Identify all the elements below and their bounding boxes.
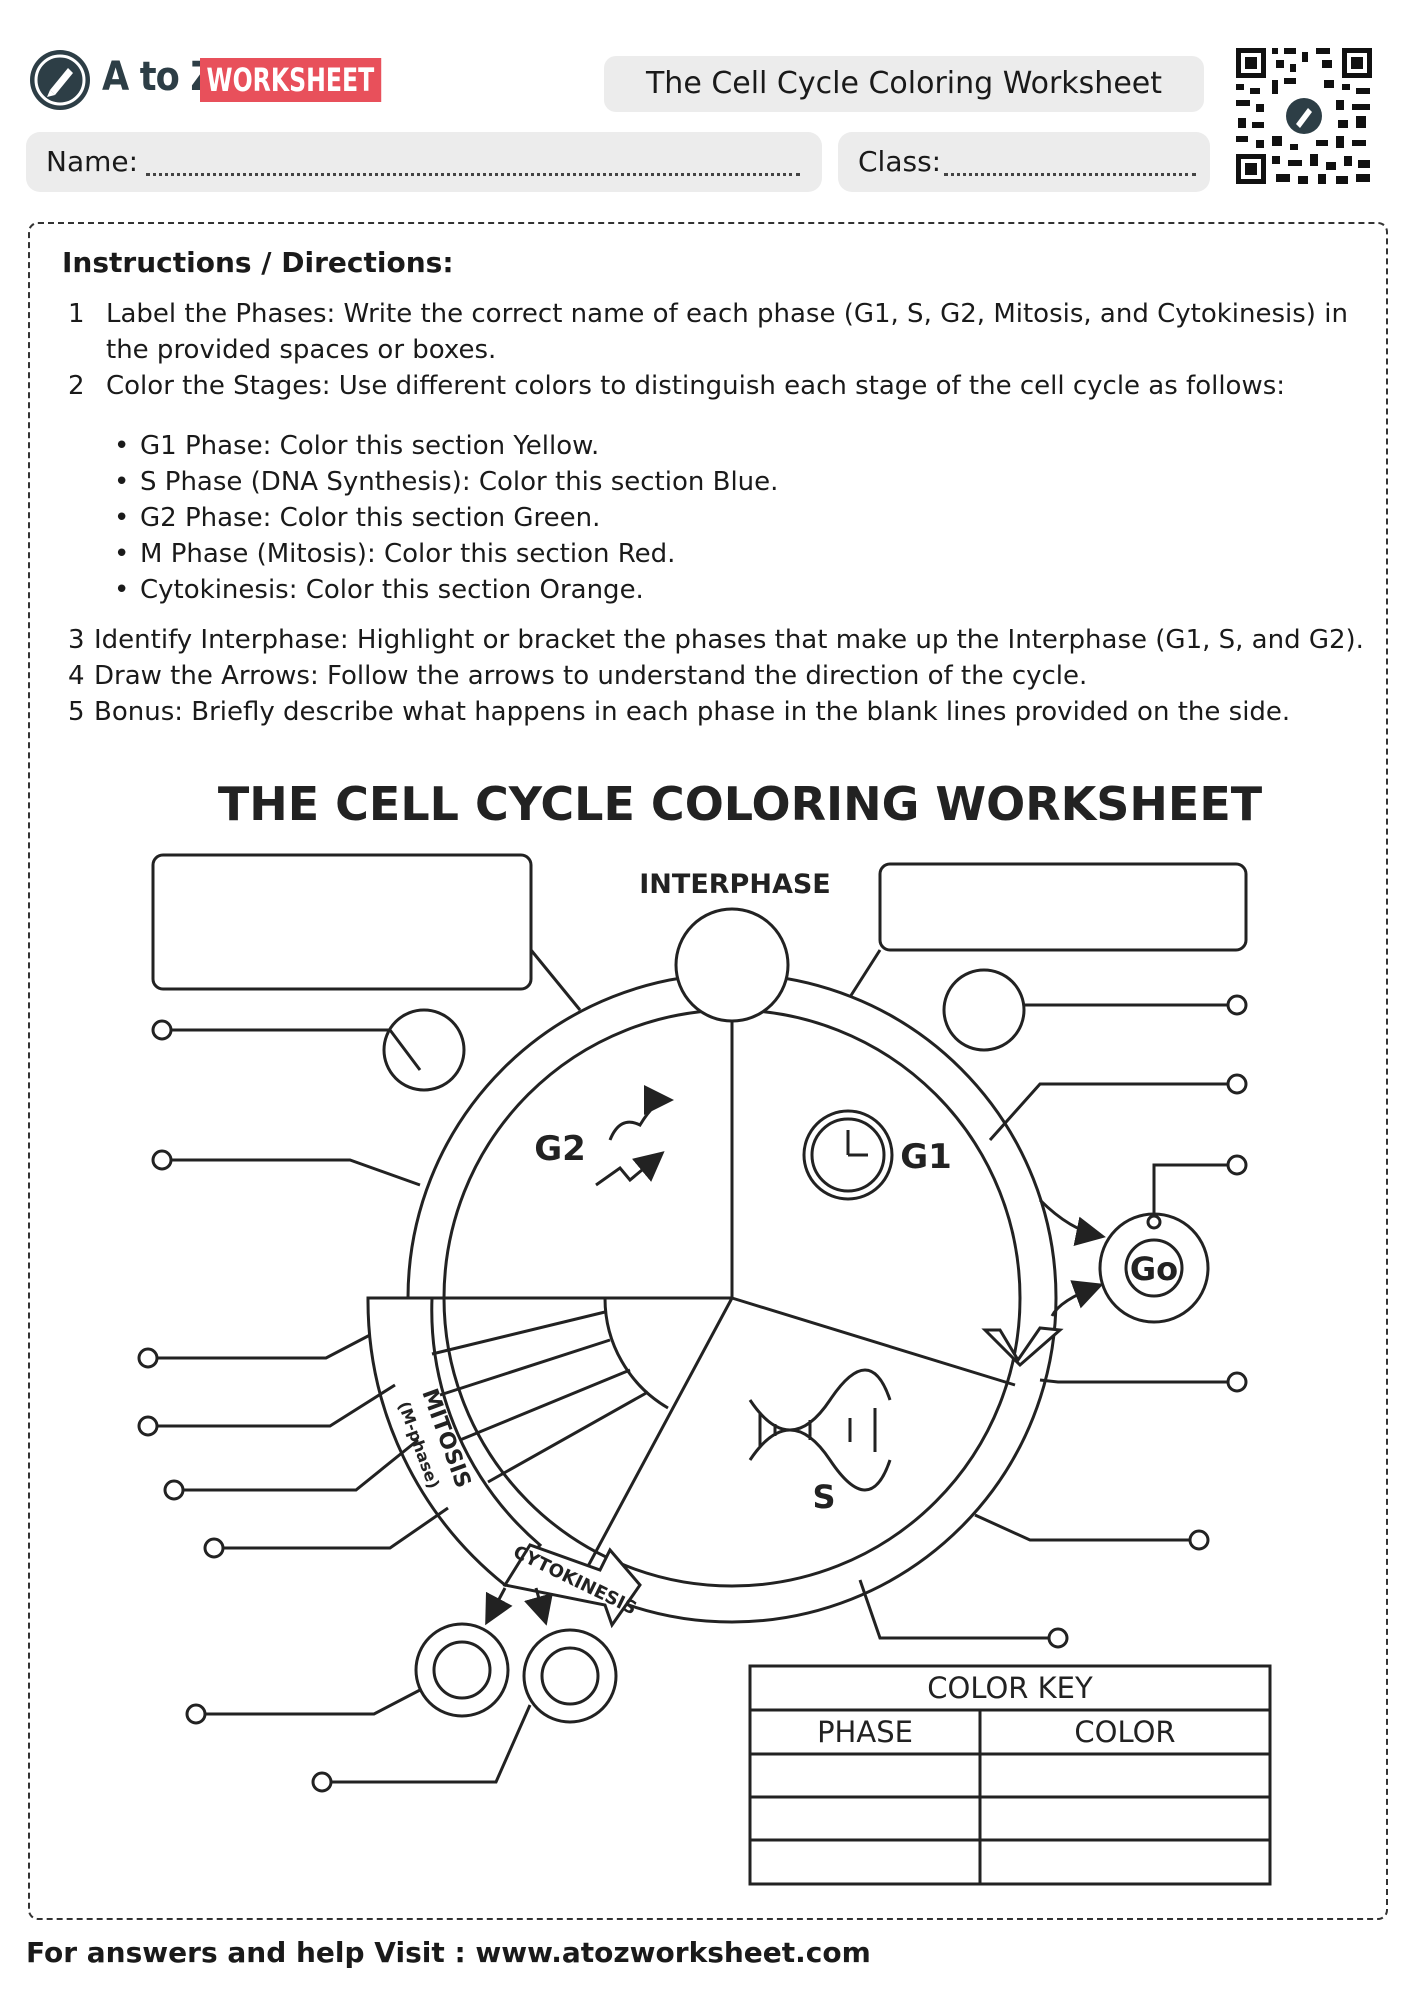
bullet-item: Cytokinesis: Color this section Orange. <box>114 572 644 608</box>
instruction-2-text: Color the Stages: Use different colors t… <box>106 371 1286 401</box>
instruction-3-num: 3 <box>68 625 85 655</box>
color-key-color-header: COLOR <box>1074 1715 1175 1749</box>
content-frame <box>28 222 1388 1920</box>
instruction-1-text: Label the Phases: Write the correct name… <box>106 299 1348 329</box>
footer-text: For answers and help Visit : www.atozwor… <box>26 1936 871 1969</box>
color-key-phase-header: PHASE <box>817 1715 913 1749</box>
label-box <box>151 853 533 991</box>
bullet-item: G1 Phase: Color this section Yellow. <box>114 428 599 464</box>
g1-label: G1 <box>900 1137 952 1177</box>
logo-brand: A to Z <box>102 54 216 100</box>
dna-icon <box>748 1368 892 1492</box>
color-key-title: COLOR KEY <box>927 1671 1093 1705</box>
instruction-1-num: 1 <box>68 299 85 329</box>
qr-code-icon[interactable] <box>1232 44 1376 188</box>
growth-arrows-icon <box>595 1085 674 1187</box>
interphase-label: INTERPHASE <box>639 869 830 900</box>
class-field[interactable]: Class: <box>838 132 1210 192</box>
page-title: The Cell Cycle Coloring Worksheet <box>604 56 1204 112</box>
bullet-item: G2 Phase: Color this section Green. <box>114 500 600 536</box>
name-line <box>146 173 800 176</box>
class-line <box>944 173 1196 176</box>
instruction-5-text: Bonus: Briefly describe what happens in … <box>94 697 1291 727</box>
instruction-4-num: 4 <box>68 661 85 691</box>
logo-worksheet: WORKSHEET <box>200 58 381 102</box>
bullet-item: M Phase (Mitosis): Color this section Re… <box>114 536 675 572</box>
s-label: S <box>812 1478 835 1516</box>
instruction-5-num: 5 <box>68 697 85 727</box>
clock-icon <box>802 1109 894 1201</box>
instruction-3-text: Identify Interphase: Highlight or bracke… <box>94 625 1364 655</box>
go-label: Go <box>1130 1250 1178 1288</box>
g2-label: G2 <box>534 1129 586 1169</box>
instructions-heading: Instructions / Directions: <box>62 246 454 279</box>
color-key-table <box>748 1664 1272 1886</box>
class-label: Class: <box>858 145 942 178</box>
instruction-4-text: Draw the Arrows: Follow the arrows to un… <box>94 661 1088 691</box>
label-box <box>878 862 1248 952</box>
bullet-item: S Phase (DNA Synthesis): Color this sect… <box>114 464 778 500</box>
diagram-title: THE CELL CYCLE COLORING WORKSHEET <box>218 777 1263 831</box>
name-label: Name: <box>46 145 139 178</box>
name-field[interactable]: Name: <box>26 132 822 192</box>
logo-icon <box>30 50 90 110</box>
instruction-1-text-cont: the provided spaces or boxes. <box>106 335 497 365</box>
cell-cycle-diagram: THE CELL CYCLE COLORING WORKSHEET <box>137 777 1272 1886</box>
instruction-2-num: 2 <box>68 371 85 401</box>
